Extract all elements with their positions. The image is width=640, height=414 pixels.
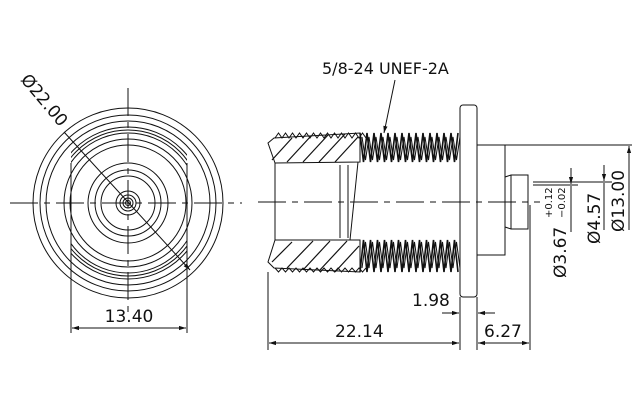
side-view: 5/8-24 UNEF-2A 22.14 1.98 6.27 Ø13.00 Ø4… [258,59,632,350]
overall-length-label: 22.14 [335,322,384,342]
rear-diameter-label: Ø13.00 [609,170,629,232]
rear-length-label: 6.27 [484,322,522,342]
flange-thickness-label: 1.98 [412,291,450,311]
pin-step-diameter-label: Ø4.57 [585,193,605,244]
thread-section [274,132,461,273]
outer-diameter-label: Ø22.00 [16,70,71,130]
thread-callout: 5/8-24 UNEF-2A [322,59,449,78]
pin-tolerance-plus: +0.12 [544,187,555,218]
flat-width-label: 13.40 [105,307,154,327]
front-view: Ø22.00 13.40 [10,70,242,333]
pin-tolerance-minus: −0.02 [557,187,568,218]
pin-diameter-label: Ø3.67 [551,227,571,278]
